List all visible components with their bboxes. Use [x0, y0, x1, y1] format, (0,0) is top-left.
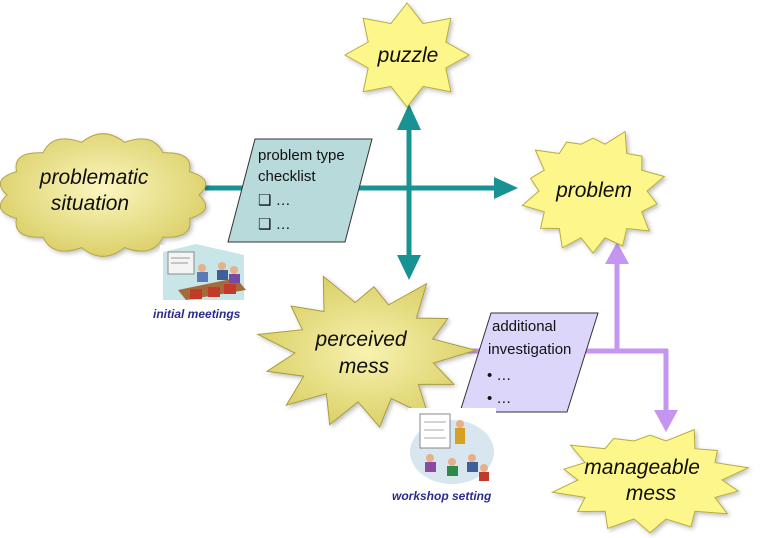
- checklist-parallelogram: [227, 138, 373, 243]
- investigation-item: • …: [487, 367, 511, 384]
- puzzle-label: puzzle: [377, 44, 439, 67]
- perceived-mess-arrowhead: [397, 255, 421, 280]
- perceived-mess-line2: mess: [339, 355, 390, 378]
- manageable-mess-arrowhead: [654, 410, 678, 432]
- puzzle-star: puzzle: [343, 2, 471, 108]
- workshop-setting-caption: workshop setting: [392, 489, 492, 503]
- checklist-item: ❑ …: [258, 192, 291, 209]
- perceived-mess-burst: perceived mess: [256, 275, 478, 429]
- svg-text:perceived mess: perceived mess: [315, 328, 413, 378]
- svg-text:problem type checklist: problem type checklist ❑ … ❑ …: [258, 147, 349, 233]
- checklist-title-line2: checklist: [258, 168, 316, 185]
- problematic-situation-cloud: problematic situation: [0, 133, 207, 257]
- initial-meetings-caption: initial meetings: [153, 307, 241, 321]
- problem-arrowhead: [494, 177, 518, 199]
- investigation-title-line2: investigation: [488, 341, 571, 358]
- manageable-mess-burst: manageable mess: [550, 428, 751, 534]
- investigation-item: • …: [487, 390, 511, 407]
- manageable-mess-line2: mess: [626, 482, 677, 505]
- investigation-parallelogram: [459, 312, 599, 413]
- investigation-title-line1: additional: [492, 318, 556, 335]
- problem-label: problem: [555, 179, 632, 202]
- perceived-mess-line1: perceived: [315, 328, 408, 351]
- svg-text:additional investigation: additional investigation • … • …: [487, 318, 576, 407]
- manageable-mess-line1: manageable: [584, 456, 700, 479]
- additional-investigation-box: additional investigation • … • …: [459, 312, 599, 413]
- puzzle-arrowhead: [397, 104, 421, 130]
- problematic-situation-line2: situation: [51, 192, 129, 215]
- svg-text:problematic situation: problematic situation: [39, 166, 154, 215]
- svg-text:manageable mess: manageable mess: [584, 456, 705, 505]
- problem-lilac-arrowhead: [605, 242, 629, 264]
- problem-burst: problem: [521, 130, 666, 254]
- problem-type-checklist-box: problem type checklist ❑ … ❑ …: [227, 138, 373, 243]
- meeting-room-clipart-icon: [160, 244, 248, 301]
- workshop-clipart-icon: [408, 408, 496, 484]
- checklist-item: ❑ …: [258, 216, 291, 233]
- checklist-title-line1: problem type: [258, 147, 345, 164]
- problematic-situation-line1: problematic: [39, 166, 149, 189]
